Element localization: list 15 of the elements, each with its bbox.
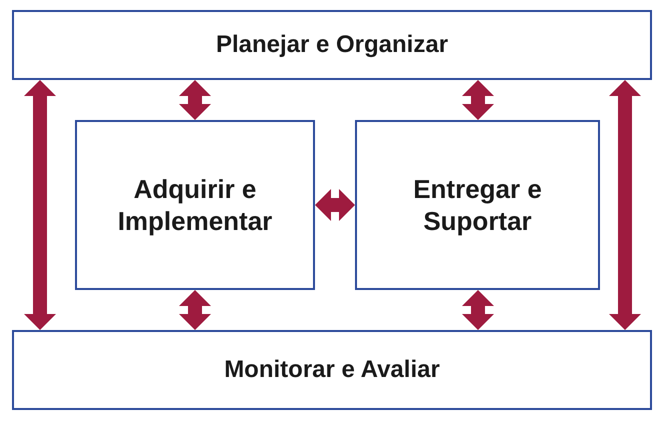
process-box — [75, 120, 315, 290]
process-box — [12, 10, 652, 80]
double-arrow — [609, 80, 641, 330]
box-label: Adquirir e Implementar — [116, 172, 274, 238]
box-label: Planejar e Organizar — [216, 30, 448, 60]
box-label: Monitorar e Avaliar — [224, 355, 440, 385]
double-arrow — [24, 80, 56, 330]
process-box — [12, 330, 652, 410]
process-box — [355, 120, 600, 290]
double-arrow — [179, 290, 211, 330]
double-arrow — [462, 80, 494, 120]
double-arrow — [179, 80, 211, 120]
double-arrow — [315, 189, 355, 221]
double-arrow — [462, 290, 494, 330]
box-label: Entregar e Suportar — [412, 172, 543, 238]
